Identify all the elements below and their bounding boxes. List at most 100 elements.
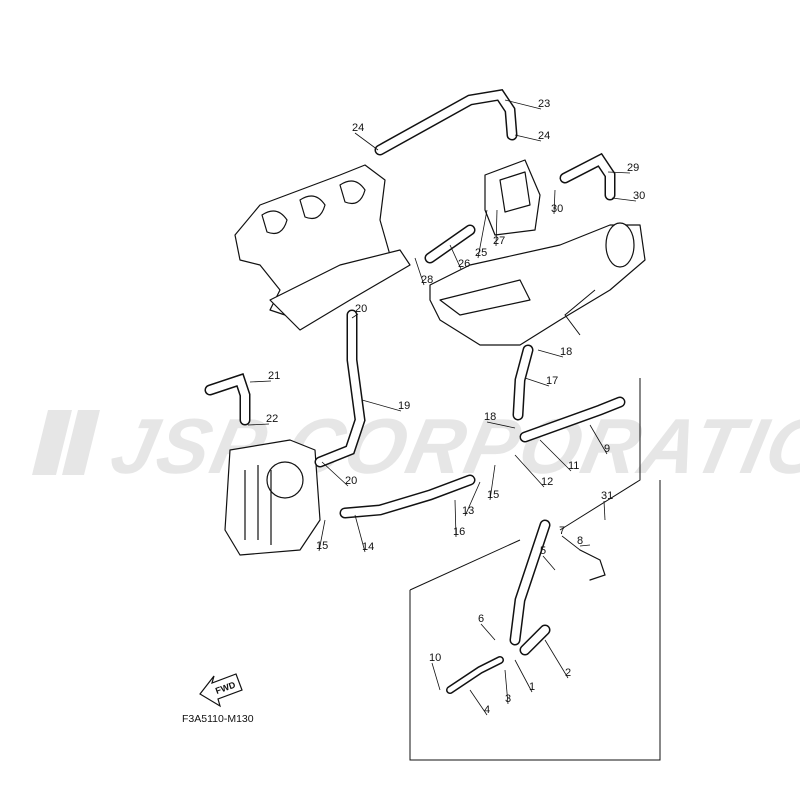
callout-10: 10 <box>429 652 441 691</box>
callout-number: 20 <box>345 475 357 487</box>
callout-number: 2 <box>565 667 571 679</box>
callout-17: 17 <box>524 375 558 387</box>
leader-line <box>351 313 359 319</box>
leader-line <box>603 500 606 521</box>
callout-5: 5 <box>540 545 556 571</box>
callout-number: 19 <box>398 400 410 412</box>
callout-30: 30 <box>611 190 645 202</box>
leader-line <box>544 639 569 679</box>
callout-14: 14 <box>354 514 374 553</box>
callout-number: 26 <box>458 258 470 270</box>
callout-19: 19 <box>361 399 410 412</box>
callout-9: 9 <box>589 424 610 455</box>
callout-21: 21 <box>249 370 280 383</box>
callout-number: 18 <box>560 346 572 358</box>
callout-26: 26 <box>449 244 470 270</box>
callout-number: 5 <box>540 545 546 557</box>
leader-line <box>321 461 349 487</box>
callout-number: 22 <box>266 413 278 425</box>
callout-number: 17 <box>546 375 558 387</box>
leader-line <box>589 424 608 455</box>
leader-line <box>464 481 481 517</box>
callout-number: 30 <box>551 203 563 215</box>
callout-6: 6 <box>478 613 496 641</box>
leader-line <box>539 439 572 472</box>
leader-line <box>354 132 379 151</box>
callout-number: 24 <box>352 122 364 134</box>
callout-number: 27 <box>493 235 505 247</box>
leader-line <box>318 519 326 552</box>
leader-line <box>361 399 402 412</box>
leader-line <box>477 209 488 259</box>
leader-line <box>542 555 556 571</box>
callout-18: 18 <box>484 411 516 429</box>
callout-number: 16 <box>453 526 465 538</box>
callout-20: 20 <box>321 461 357 487</box>
callout-16: 16 <box>453 499 465 538</box>
leader-line <box>454 499 457 538</box>
leader-line <box>489 464 496 501</box>
callout-number: 3 <box>505 693 511 705</box>
callout-number: 31 <box>601 490 613 502</box>
leader-line <box>247 423 270 426</box>
watermark: JSP CORPORATION <box>32 403 800 490</box>
leader-line <box>537 349 564 358</box>
callout-number: 24 <box>538 130 550 142</box>
callout-2: 2 <box>544 639 571 679</box>
callout-30: 30 <box>551 189 563 215</box>
leader-line <box>607 171 631 174</box>
leader-line <box>579 544 591 547</box>
callout-number: 8 <box>577 535 583 547</box>
leader-line <box>414 257 425 286</box>
callout-29: 29 <box>607 162 639 174</box>
callout-15: 15 <box>316 519 328 552</box>
callout-number: 21 <box>268 370 280 382</box>
callout-number: 9 <box>604 443 610 455</box>
callout-number: 11 <box>568 460 579 472</box>
callout-number: 7 <box>559 525 565 537</box>
leader-line <box>431 662 441 691</box>
callout-28: 28 <box>414 257 433 286</box>
callout-number: 4 <box>484 704 490 716</box>
callout-7: 7 <box>559 525 581 551</box>
leader-line <box>469 689 488 716</box>
callout-number: 14 <box>362 541 374 553</box>
leader-line <box>524 377 550 387</box>
callout-24: 24 <box>514 130 550 142</box>
callout-18: 18 <box>537 346 572 358</box>
callout-15: 15 <box>487 464 499 501</box>
leader-line <box>449 244 462 270</box>
fwd-arrow: FWD <box>199 673 243 708</box>
callout-number: 18 <box>484 411 496 423</box>
leader-line <box>514 454 545 488</box>
callout-11: 11 <box>539 439 579 472</box>
callout-number: 1 <box>529 681 535 693</box>
callout-3: 3 <box>504 669 511 705</box>
leader-line <box>504 99 542 110</box>
callout-1: 1 <box>514 659 535 693</box>
callout-number: 15 <box>316 540 328 552</box>
watermark-text: JSP CORPORATION <box>104 403 800 490</box>
callout-25: 25 <box>475 209 488 259</box>
callout-number: 6 <box>478 613 484 625</box>
leader-line <box>249 380 272 383</box>
leader-line <box>561 535 581 551</box>
callout-number: 23 <box>538 98 550 110</box>
callout-23: 23 <box>504 98 550 110</box>
hoses <box>204 88 626 694</box>
callout-number: 13 <box>462 505 474 517</box>
callout-8: 8 <box>577 535 591 547</box>
callout-number: 30 <box>633 190 645 202</box>
leader-line <box>480 623 496 641</box>
leader-line <box>486 421 516 429</box>
callout-22: 22 <box>247 413 278 426</box>
callout-20: 20 <box>351 303 367 319</box>
callout-number: 29 <box>627 162 639 174</box>
callout-31: 31 <box>601 490 613 521</box>
callout-4: 4 <box>469 689 490 716</box>
leader-line <box>553 189 556 215</box>
callout-24: 24 <box>352 122 379 151</box>
